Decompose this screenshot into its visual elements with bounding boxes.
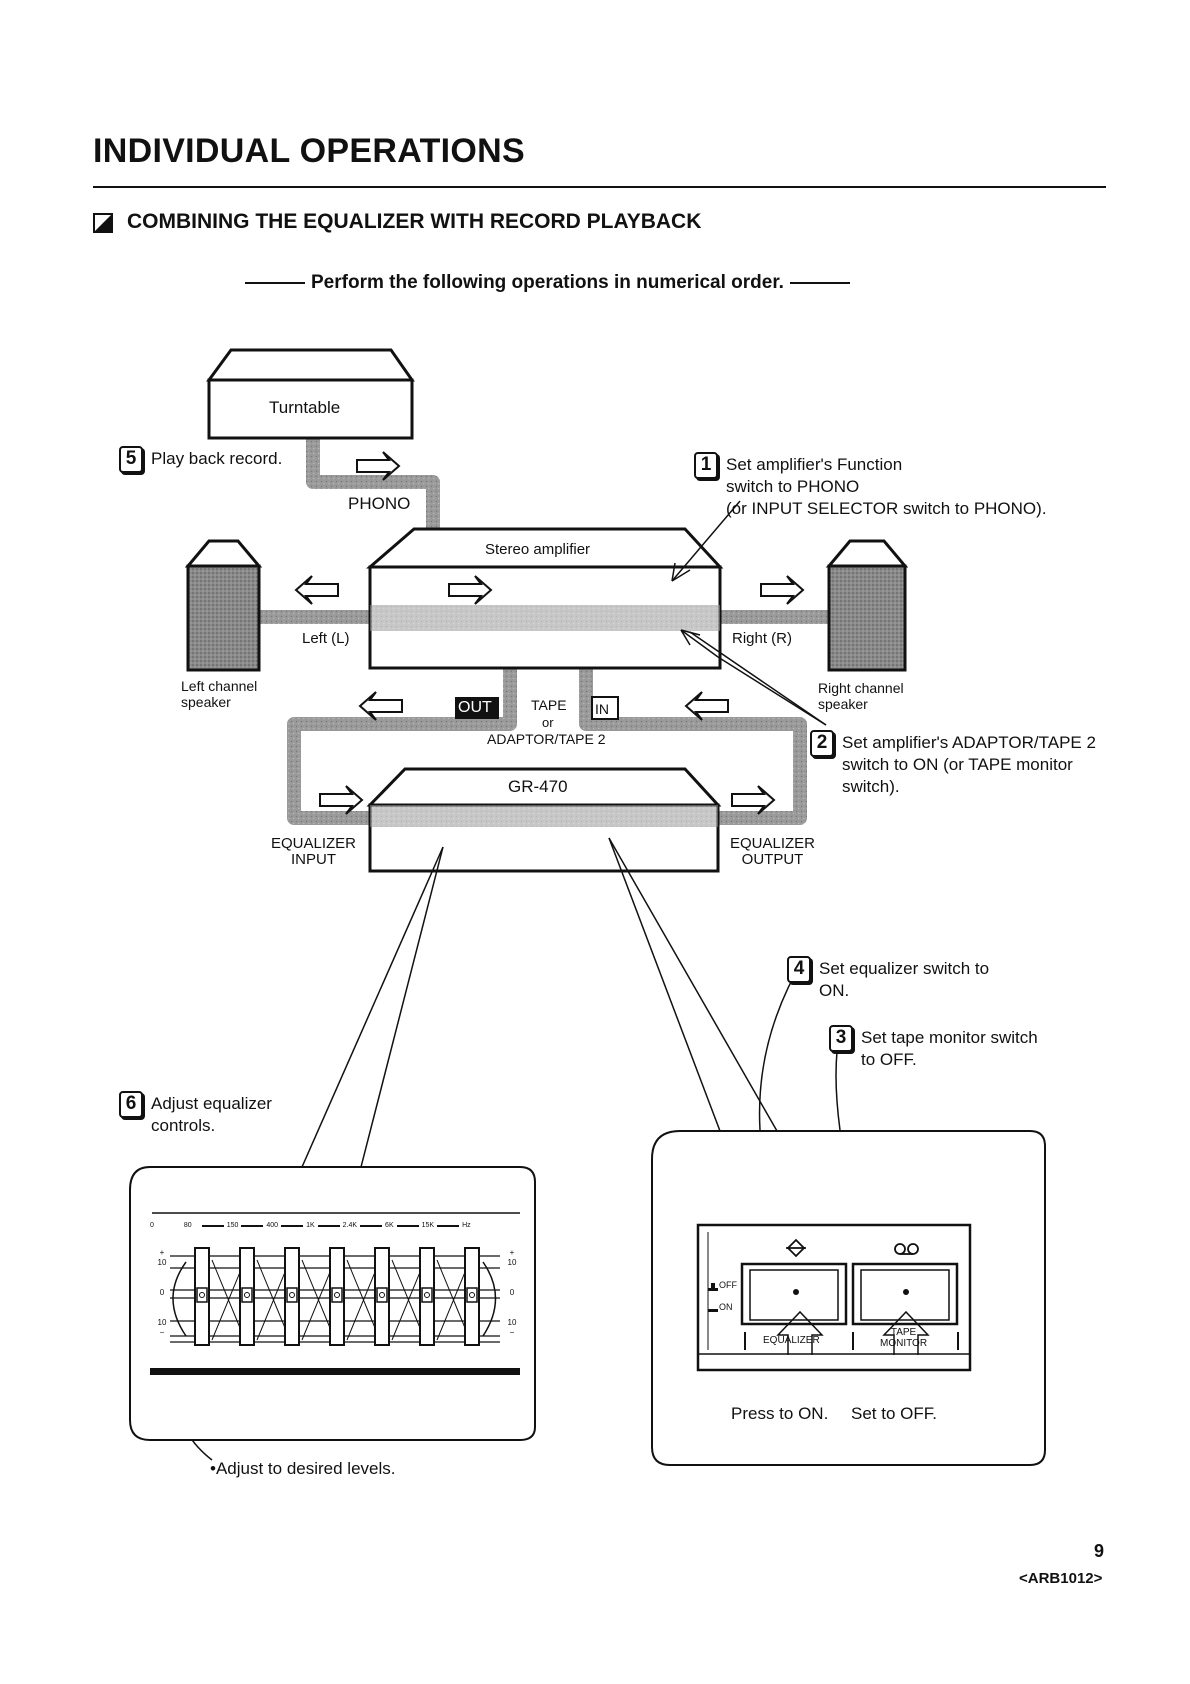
switch-separators	[744, 1332, 959, 1350]
rule-left	[245, 282, 305, 284]
eq-slider[interactable]	[329, 1247, 345, 1346]
eq-slider-knob	[241, 1287, 253, 1303]
eq-panel-bar	[150, 1368, 520, 1375]
eq-slider[interactable]	[239, 1247, 255, 1346]
eq-slider[interactable]	[464, 1247, 480, 1346]
section-marker-icon	[93, 213, 113, 233]
switch-position-icons	[708, 1283, 718, 1312]
turntable-label: Turntable	[269, 398, 341, 417]
arrow-right-rspeaker	[760, 575, 805, 605]
eq-cable-band	[370, 805, 718, 827]
left-channel-speaker	[184, 539, 263, 672]
in-jack	[591, 696, 619, 720]
out-label: OUT	[458, 699, 492, 716]
step-3: 3 Set tape monitor switch to OFF.	[829, 1025, 1038, 1071]
left-channel-label: Left (L)	[302, 630, 350, 647]
phono-label: PHONO	[348, 494, 411, 513]
arrow-left-lspeaker	[294, 575, 339, 605]
arrow-right-turntable	[356, 451, 401, 481]
eq-slider-knob	[286, 1287, 298, 1303]
instruction-line: Perform the following operations in nume…	[245, 272, 900, 294]
eq-scale-left: + 10 0 10 −	[157, 1248, 167, 1337]
page-number: 9	[1094, 1541, 1105, 1561]
eq-symbol-icon	[786, 1238, 806, 1258]
step-6: 6 Adjust equalizer controls.	[119, 1091, 272, 1137]
step-4: 4 Set equalizer switch to ON.	[787, 956, 989, 1002]
tape-label: TAPE	[531, 697, 567, 713]
adjust-note: •Adjust to desired levels.	[210, 1459, 396, 1478]
eq-slider-knob	[331, 1287, 343, 1303]
eq-slider-knob	[376, 1287, 388, 1303]
eq-slider-knob	[196, 1287, 208, 1303]
eq-input-label: EQUALIZER INPUT	[271, 835, 357, 868]
step-5: 5 Play back record.	[119, 446, 282, 473]
eq-slider[interactable]	[194, 1247, 210, 1346]
right-channel-label: Right (R)	[732, 630, 793, 647]
eq-output-label: EQUALIZER OUTPUT	[730, 835, 816, 868]
rule-right	[789, 282, 850, 284]
eq-input-cable	[287, 700, 517, 825]
eq-slider[interactable]	[374, 1247, 390, 1346]
arrow-right-eqout	[731, 785, 776, 815]
right-speaker-label: Right channel speaker	[818, 680, 904, 712]
tape-monitor-switch-label: TAPE MONITOR	[880, 1327, 928, 1349]
equalizer-switch-label: EQUALIZER	[763, 1335, 820, 1346]
equalizer-model-label: GR-470	[508, 777, 568, 796]
eq-slider-knob	[421, 1287, 433, 1303]
arrow-right-amp	[448, 575, 493, 605]
title-rule	[93, 186, 1106, 188]
eq-output-cable	[579, 700, 807, 825]
eq-sliders	[194, 1247, 480, 1346]
tape-symbol-icon	[894, 1243, 919, 1255]
eq-frequency-row: 0 80 150 400 1K 2.4K 6K 15K Hz	[150, 1222, 471, 1229]
in-label: IN	[595, 701, 609, 717]
amp-cable-band	[370, 605, 720, 631]
on-label: ON	[719, 1302, 733, 1312]
or-label: or	[542, 715, 554, 730]
right-channel-speaker	[825, 539, 909, 672]
arrow-right-eqin	[319, 785, 364, 815]
switch-up-arrows	[776, 1310, 930, 1355]
eq-slider-knob	[466, 1287, 478, 1303]
doc-code: <ARB1012>	[1019, 1570, 1103, 1587]
turntable	[206, 348, 415, 440]
press-note: Press to ON.	[731, 1404, 829, 1423]
left-speaker-label: Left channel speaker	[181, 678, 258, 710]
instruction-text: Perform the following operations in nume…	[311, 272, 784, 293]
eq-scale-right: + 10 0 10 −	[507, 1248, 517, 1337]
adaptor-label: ADAPTOR/TAPE 2	[487, 731, 606, 747]
page-title: INDIVIDUAL OPERATIONS	[93, 132, 525, 170]
section-heading: COMBINING THE EQUALIZER WITH RECORD PLAY…	[127, 210, 702, 233]
step-2: 2 Set amplifier's ADAPTOR/TAPE 2 switch …	[810, 730, 1096, 798]
off-label: OFF	[719, 1280, 737, 1290]
signal-arrows	[294, 451, 805, 815]
arrow-left-in	[684, 691, 729, 721]
eq-slider[interactable]	[419, 1247, 435, 1346]
out-jack	[455, 697, 499, 719]
set-note: Set to OFF.	[851, 1404, 937, 1423]
step-1: 1 Set amplifier's Function switch to PHO…	[694, 452, 1047, 520]
arrow-left-out	[358, 691, 403, 721]
eq-slider[interactable]	[284, 1247, 300, 1346]
amplifier-label: Stereo amplifier	[485, 541, 591, 558]
